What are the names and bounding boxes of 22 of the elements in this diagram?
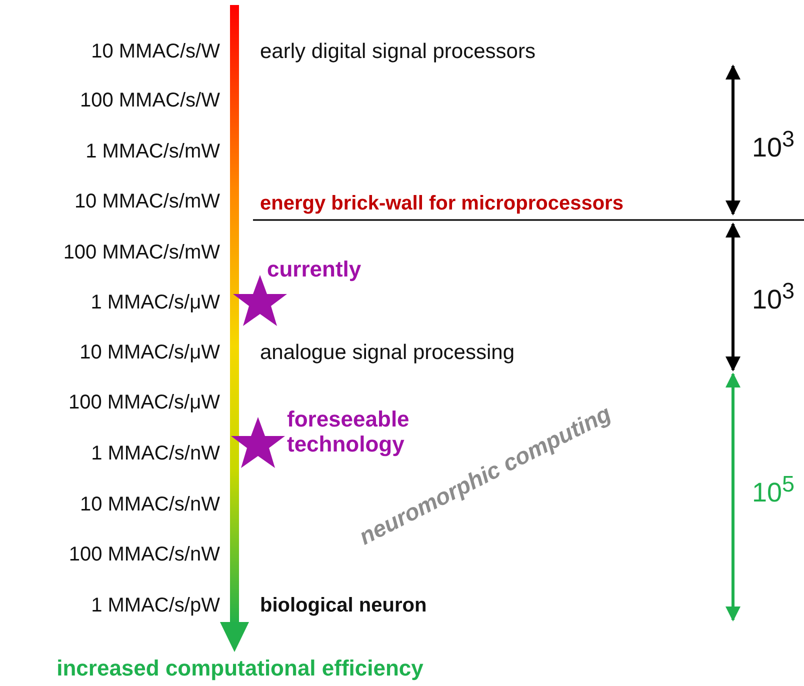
axis-title: increased computational efficiency [56,655,424,681]
scale-value: 10 MMAC/s/mW [74,190,220,214]
scale-value: 1 MMAC/s/μW [90,292,220,314]
annotation: foreseeable technology [287,406,410,458]
annotation: analogue signal processing [260,340,515,366]
scale-value: 100 MMAC/s/nW [68,544,220,566]
scale-value: 1 MMAC/s/mW [86,140,220,164]
scale-value: 100 MMAC/s/μW [68,392,220,414]
scale-value: 10 MMAC/s/nW [80,494,220,516]
scale-value: 1 MMAC/s/nW [91,442,220,466]
annotation: biological neuron [260,594,427,618]
scale-value: 1 MMAC/s/pW [91,594,220,618]
annotation: early digital signal processors [260,40,536,64]
scale-value: 10 MMAC/s/μW [80,342,220,364]
ratio-label: 10$^{3}$ [752,278,795,316]
scale-value: 100 MMAC/s/mW [63,242,220,264]
ratio-label: 10$^{5}$ [752,471,795,509]
ratio-label: 10$^{3}$ [752,126,795,164]
scale-value: 100 MMAC/s/W [80,90,220,112]
annotation: currently [267,256,362,282]
scale-value: 10 MMAC/s/W [91,40,220,64]
annotation: energy brick-wall for microprocessors [260,192,624,216]
